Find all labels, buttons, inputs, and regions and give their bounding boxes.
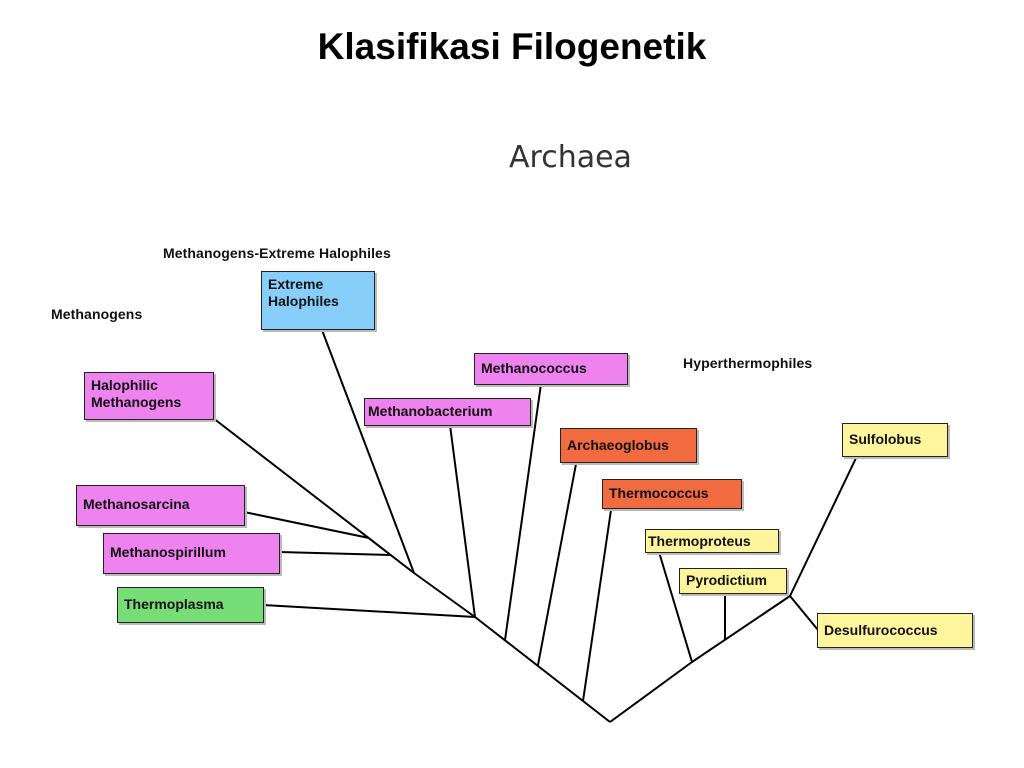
node-desulfurococcus: Desulfurococcus <box>817 613 973 648</box>
branch-archaeoglobus <box>537 463 577 666</box>
branch-methanobacterium <box>449 424 476 618</box>
node-methanococcus: Methanococcus <box>474 353 628 385</box>
node-thermoplasma: Thermoplasma <box>117 587 264 623</box>
branch-thermoplasma <box>262 604 476 618</box>
node-methanosarcina: Methanosarcina <box>76 485 245 526</box>
branch-desulfurococcus <box>789 595 819 631</box>
branch-sulfolobus <box>789 455 858 597</box>
node-halophilic-methanogens: Halophilic Methanogens <box>84 372 214 420</box>
branch-methanospirillum <box>278 551 392 556</box>
group-label-methanogens-halophiles: Methanogens-Extreme Halophiles <box>163 245 391 261</box>
node-thermococcus: Thermococcus <box>602 479 742 509</box>
branch-methanosarcina <box>243 511 370 539</box>
branch-methanococcus <box>504 383 542 641</box>
node-thermoproteus: Thermoproteus <box>645 529 779 553</box>
branch-trunk-left <box>474 616 611 723</box>
branch-extreme-halophiles <box>321 329 415 574</box>
branch-thermococcus <box>582 509 612 702</box>
node-sulfolobus: Sulfolobus <box>842 423 948 457</box>
node-extreme-halophiles: Extreme Halophiles <box>261 271 375 330</box>
diagram-title: Archaea <box>509 140 632 175</box>
branch-thermoplasma-node <box>413 572 476 618</box>
branch-trunk-right <box>609 661 693 723</box>
node-pyrodictium: Pyrodictium <box>679 568 787 594</box>
node-methanobacterium: Methanobacterium <box>364 398 531 426</box>
branch-hyperthermo-node <box>691 595 791 663</box>
slide-title: Klasifikasi Filogenetik <box>317 26 707 67</box>
node-archaeoglobus: Archaeoglobus <box>560 428 697 463</box>
branch-halophilic-methanogens <box>212 417 415 574</box>
node-methanospirillum: Methanospirillum <box>103 533 280 574</box>
branch-thermoproteus <box>658 551 693 663</box>
group-label-methanogens: Methanogens <box>51 306 143 322</box>
group-label-hyperthermophiles: Hyperthermophiles <box>683 355 813 371</box>
